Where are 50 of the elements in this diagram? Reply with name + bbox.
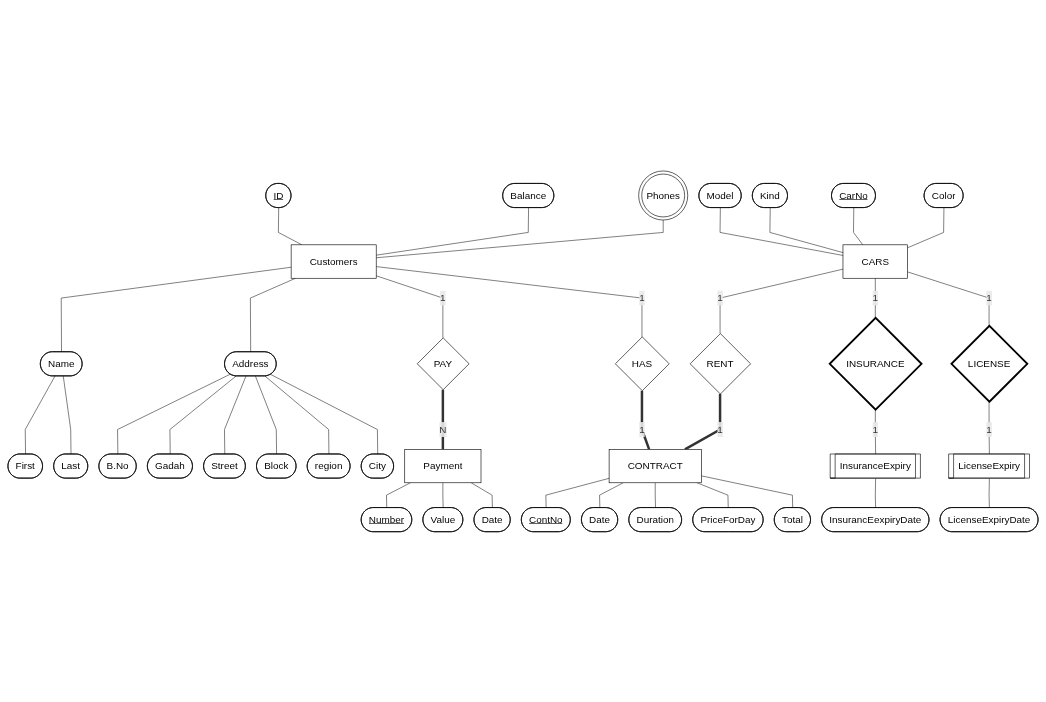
connector (545, 477, 610, 508)
connector (701, 475, 793, 508)
connector (640, 390, 651, 450)
connector (907, 271, 990, 326)
connector (375, 207, 529, 256)
connector (375, 219, 664, 258)
connector (24, 375, 56, 455)
connector (117, 373, 231, 455)
edge-label: 1 (872, 423, 879, 435)
edge-label: 1 (639, 292, 645, 303)
connector (875, 477, 876, 508)
connector (441, 389, 445, 449)
edge-label: 1 (639, 423, 645, 435)
edge-label: 1 (717, 292, 723, 303)
connector (255, 375, 277, 455)
connector (988, 477, 990, 508)
connector (224, 375, 247, 455)
node-diamond: HAS (615, 336, 670, 391)
connector (599, 482, 624, 508)
connector (62, 375, 72, 455)
connector (719, 207, 844, 256)
edge-label: 1 (440, 292, 446, 303)
edge-label: 1 (717, 423, 723, 435)
connector (375, 265, 643, 337)
connector (386, 482, 411, 508)
connector (769, 207, 844, 253)
node-box: Payment (404, 448, 482, 483)
connector (250, 277, 296, 352)
connector (60, 266, 292, 352)
node-box: CARS (842, 244, 908, 279)
edge-label: 1 (986, 423, 992, 435)
edge-label: N (439, 423, 447, 435)
edge-label: 1 (872, 292, 879, 303)
connector (270, 373, 378, 455)
node-box: CONTRACT (608, 448, 702, 483)
connector (470, 482, 493, 508)
connector (442, 482, 444, 508)
node-box: Customers (290, 244, 377, 279)
connector (169, 375, 237, 455)
connector (264, 375, 330, 455)
connector (696, 482, 729, 508)
connector (375, 275, 444, 338)
node-diamond: LICENSE (950, 324, 1029, 403)
connector (719, 268, 844, 334)
edge-label: 1 (986, 292, 992, 303)
node-diamond: RENT (689, 332, 751, 394)
connector (654, 482, 656, 508)
node-diamond: INSURANCE (828, 316, 923, 411)
connector (853, 207, 864, 245)
node-diamond: PAY (416, 337, 470, 390)
